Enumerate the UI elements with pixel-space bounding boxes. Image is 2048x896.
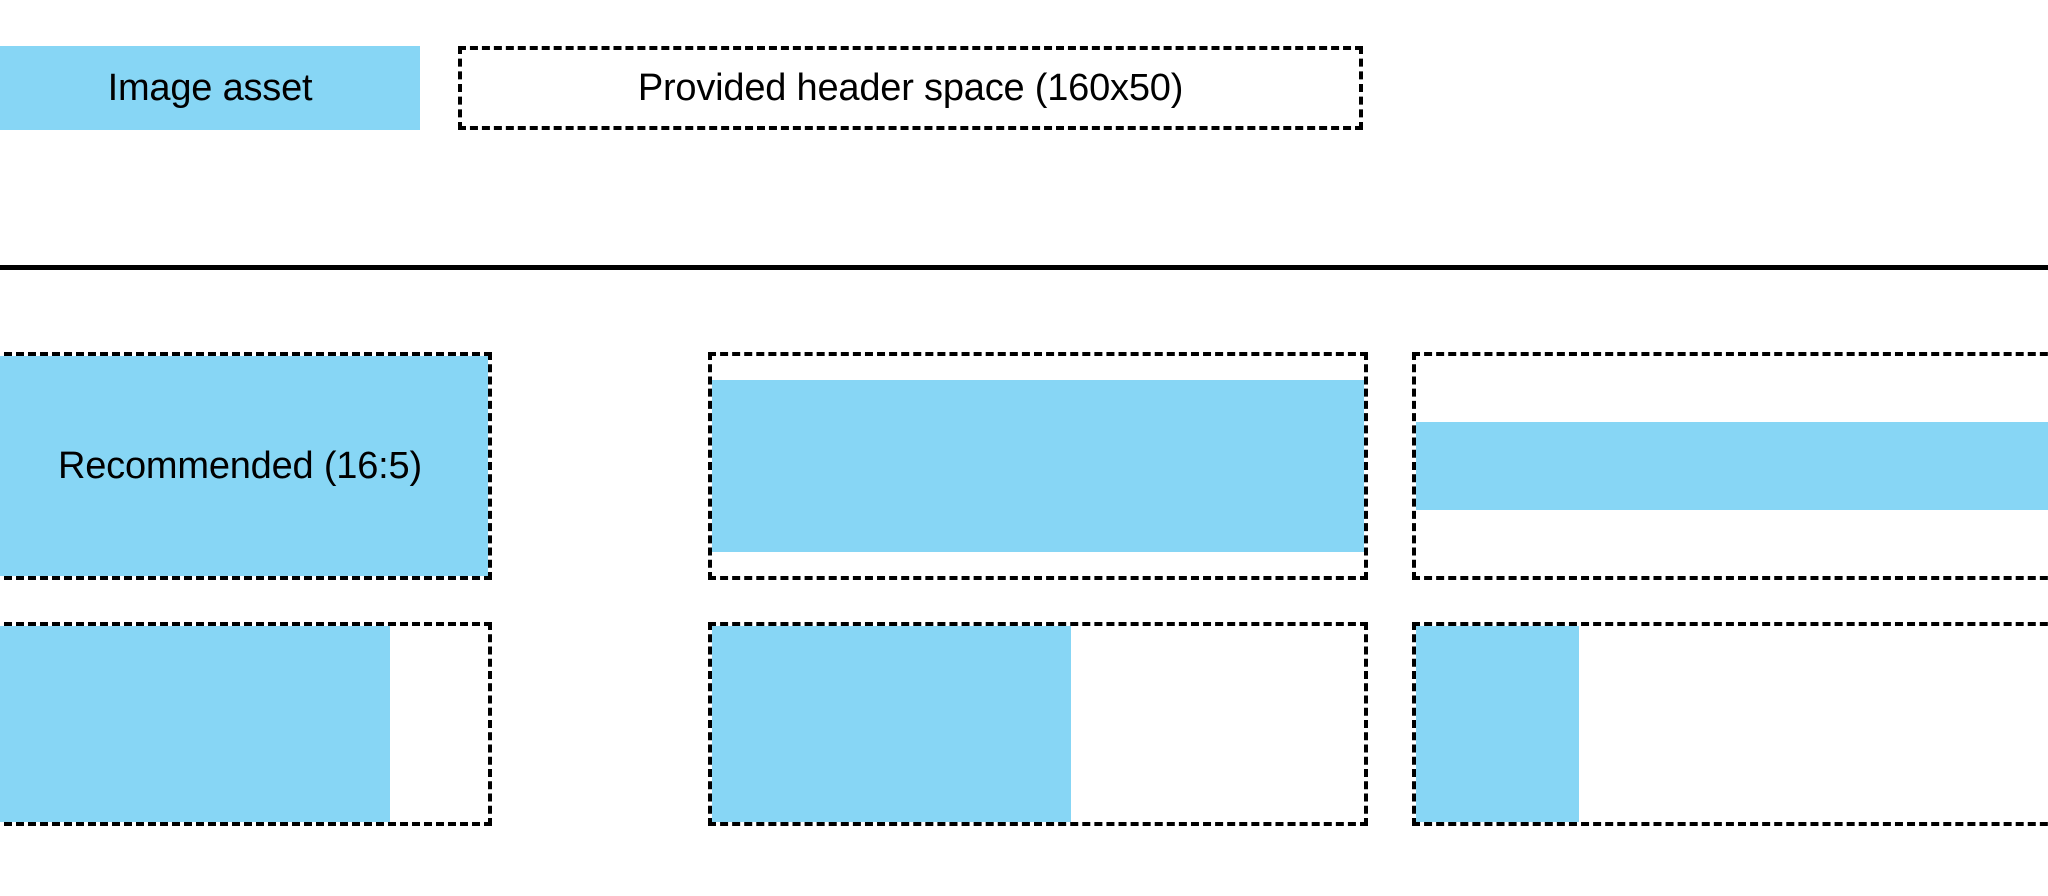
recommended-label: Recommended (16:5) xyxy=(58,445,422,487)
image-asset-label: Image asset xyxy=(107,67,313,109)
example-cell-narrow-width xyxy=(1412,622,2048,826)
example-cell-recommended: Recommended (16:5) xyxy=(0,352,492,580)
example-cell-half-width xyxy=(708,622,1368,826)
example-cell-full-width-band xyxy=(1412,352,2048,580)
example-cell-wide-partial xyxy=(0,622,492,826)
asset-fill xyxy=(712,380,1364,552)
provided-header-space-label: Provided header space (160x50) xyxy=(637,67,1184,109)
examples-row xyxy=(0,622,2048,826)
asset-fill xyxy=(0,626,390,822)
section-divider xyxy=(0,265,2048,270)
examples-row: Recommended (16:5) xyxy=(0,352,2048,580)
example-cell-full-width-short xyxy=(708,352,1368,580)
asset-fill xyxy=(0,356,488,576)
asset-fill xyxy=(712,626,1071,822)
provided-header-space-box: Provided header space (160x50) xyxy=(458,46,1363,130)
image-asset-swatch: Image asset xyxy=(0,46,420,130)
asset-fill xyxy=(1416,626,1579,822)
asset-fill xyxy=(1416,422,2048,510)
